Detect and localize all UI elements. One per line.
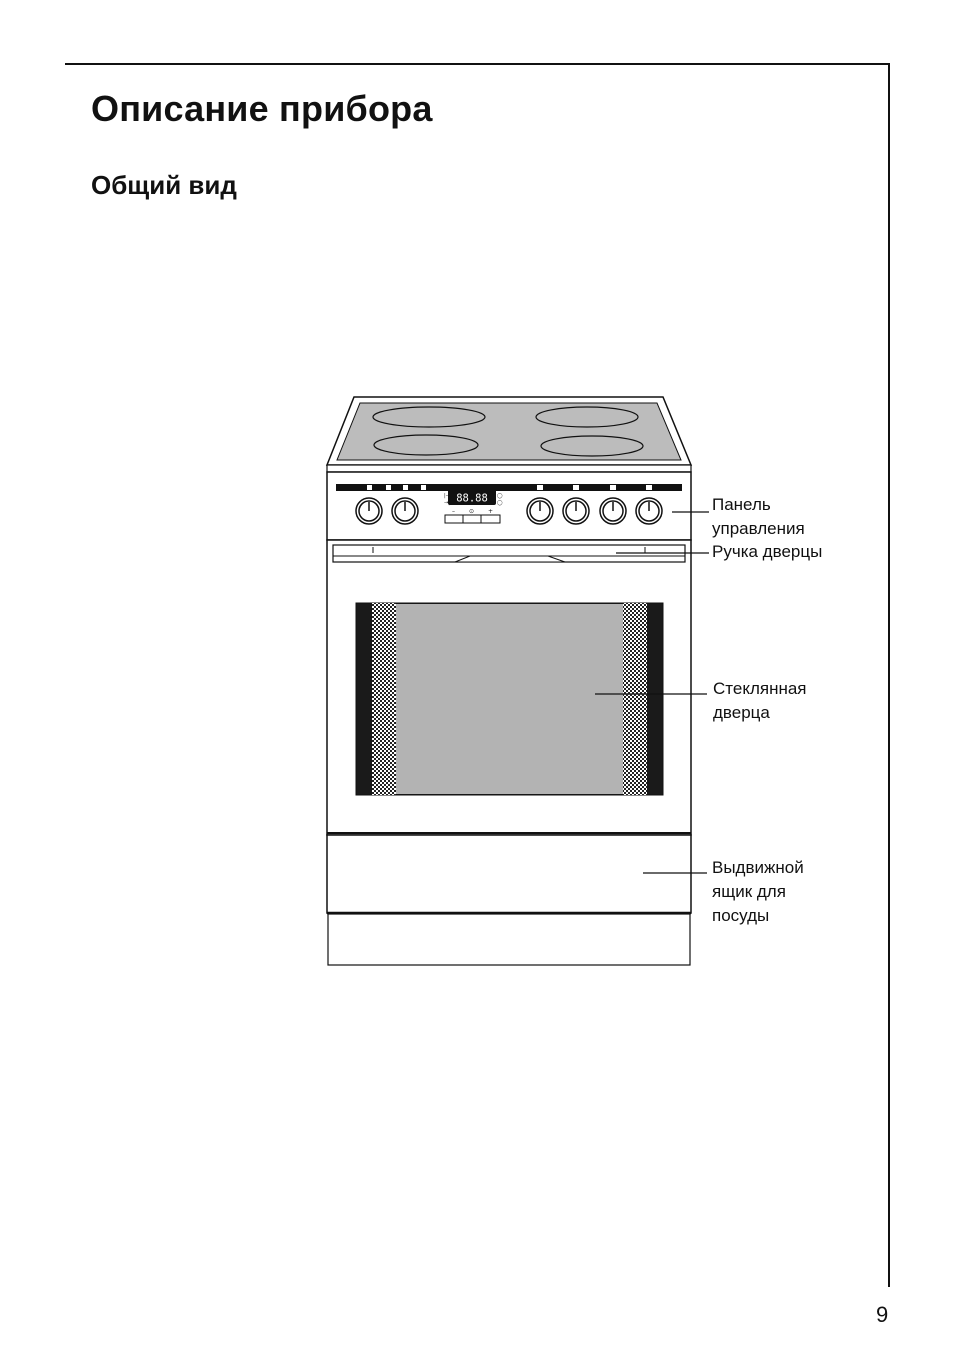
label-storage-drawer-line-3: посуды: [712, 906, 770, 925]
storage-drawer: [326, 832, 692, 915]
svg-text:–: –: [452, 508, 455, 515]
hob-knob-1: [526, 497, 554, 525]
section-title: Общий вид: [91, 170, 237, 200]
label-storage-drawer-line-1: Выдвижной: [712, 858, 804, 877]
label-storage-drawer: Выдвижной ящик для посуды: [712, 856, 804, 928]
hob-knob-4: [635, 497, 663, 525]
timer-digits: 88.88: [456, 493, 488, 505]
control-panel: 88.88 |→ →| ◯ ◯ – ⊙ +: [326, 471, 692, 541]
glass-door: [355, 602, 664, 796]
label-control-panel-line-1: Панель: [712, 495, 771, 514]
label-control-panel: Панель управления: [712, 493, 805, 541]
plinth: [327, 913, 691, 966]
label-door-handle-line-1: Ручка дверцы: [712, 542, 823, 561]
timer-buttons: [444, 514, 501, 524]
page-number: 9: [876, 1302, 889, 1327]
label-glass-door: Стеклянная дверца: [713, 677, 807, 725]
hob-knob-3: [599, 497, 627, 525]
top-rule: [65, 63, 890, 65]
right-margin-rule: [888, 63, 890, 1287]
svg-text:+: +: [488, 508, 493, 515]
timer-display: 88.88 |→ →| ◯ ◯ – ⊙ +: [444, 489, 503, 515]
label-control-panel-line-2: управления: [712, 519, 805, 538]
svg-text:→|: →|: [444, 500, 450, 506]
page-title: Описание прибора: [91, 88, 433, 129]
cooking-zone-front-right: [540, 435, 644, 457]
svg-text:◯: ◯: [497, 500, 503, 506]
svg-text:|→: |→: [444, 493, 450, 499]
hob-knob-2: [562, 497, 590, 525]
temperature-knob: [391, 497, 419, 525]
label-storage-drawer-line-2: ящик для: [712, 882, 786, 901]
label-glass-door-line-2: дверца: [713, 703, 770, 722]
oven-function-knob: [355, 497, 383, 525]
cooking-zone-rear-left: [372, 406, 486, 428]
hob-top: [325, 396, 693, 473]
svg-text:◯: ◯: [497, 493, 503, 499]
label-glass-door-line-1: Стеклянная: [713, 679, 807, 698]
svg-text:⊙: ⊙: [469, 508, 474, 515]
cooking-zone-rear-right: [535, 406, 639, 428]
label-door-handle: Ручка дверцы: [712, 540, 822, 564]
door-handle: [332, 544, 686, 563]
cooking-zone-front-left: [373, 434, 479, 456]
